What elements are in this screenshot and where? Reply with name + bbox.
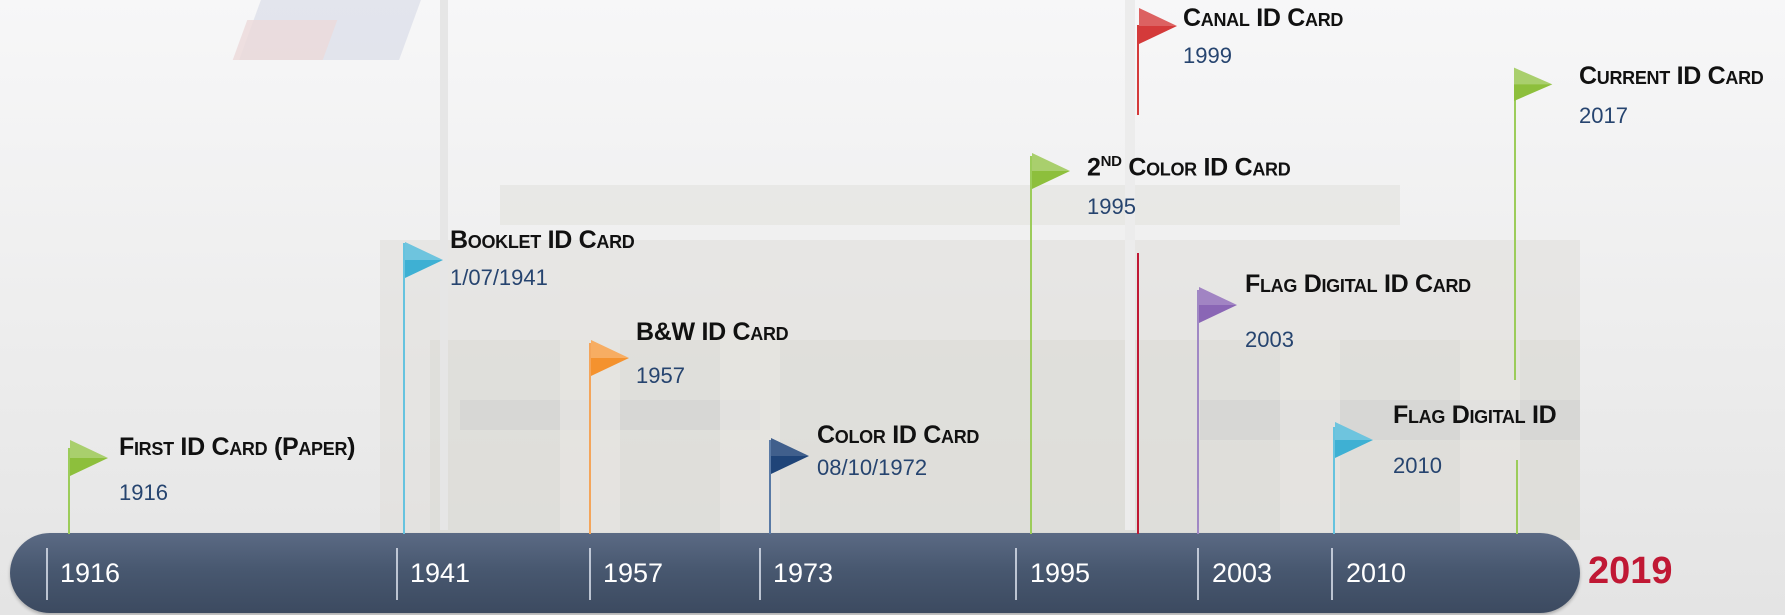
milestone-title: Flag Digital ID [1393, 401, 1557, 429]
milestone-date: 1957 [636, 363, 685, 388]
flag-icon [1139, 8, 1177, 44]
axis-year-1916: 1916 [60, 558, 121, 588]
axis-year-1941: 1941 [410, 558, 471, 588]
axis-tick [589, 548, 591, 600]
milestone-pole [1333, 427, 1335, 534]
timeline-bar [10, 533, 1580, 613]
flag-icon [405, 242, 443, 278]
flag-icon [1032, 153, 1070, 189]
axis-tick [1331, 548, 1333, 600]
milestone-pole [1197, 290, 1199, 534]
milestone-pole [68, 448, 70, 534]
milestone-date: 2010 [1393, 453, 1442, 478]
end-year-label: 2019 [1588, 550, 1673, 592]
axis-year-2003: 2003 [1212, 558, 1273, 588]
axis-year-1995: 1995 [1030, 558, 1091, 588]
axis-tick [396, 548, 398, 600]
flag-icon [591, 340, 629, 376]
axis-tick [1015, 548, 1017, 600]
flag-icon [771, 438, 809, 474]
milestone-pole [1137, 253, 1139, 534]
milestone-date: 1916 [119, 480, 168, 505]
axis-year-1957: 1957 [603, 558, 664, 588]
milestone-pole [1030, 156, 1032, 534]
flag-icon [1514, 67, 1553, 101]
milestone-pole [403, 243, 405, 534]
milestone-date: 1995 [1087, 194, 1136, 219]
milestone-date: 08/10/1972 [817, 455, 928, 480]
flag-icon [70, 440, 108, 476]
milestone-title: 2ND Color ID Card [1087, 153, 1291, 182]
flag-icon [1335, 422, 1373, 458]
milestone-pole [1516, 460, 1518, 534]
axis-tick [759, 548, 761, 600]
milestone-pole [589, 343, 591, 534]
milestone-date: 2017 [1579, 103, 1628, 128]
milestone-title: Color ID Card [817, 421, 980, 449]
milestone-pole [1137, 25, 1139, 115]
milestone-title: Canal ID Card [1183, 4, 1344, 32]
milestone-date: 1/07/1941 [450, 265, 548, 290]
milestone-title: Current ID Card [1579, 62, 1764, 90]
axis-tick [1197, 548, 1199, 600]
milestone-title: First ID Card (Paper) [119, 433, 356, 461]
axis-year-1973: 1973 [773, 558, 834, 588]
milestone-title: Flag Digital ID Card [1245, 270, 1471, 298]
milestone-title: Booklet ID Card [450, 226, 635, 254]
milestone-pole [769, 440, 771, 534]
milestone-date: 2003 [1245, 327, 1294, 352]
milestone-date: 1999 [1183, 43, 1232, 68]
milestone-title: B&W ID Card [636, 318, 789, 346]
axis-year-2010: 2010 [1346, 558, 1407, 588]
milestone-pole [1514, 70, 1516, 380]
axis-tick [46, 548, 48, 600]
flag-icon [1199, 287, 1237, 323]
